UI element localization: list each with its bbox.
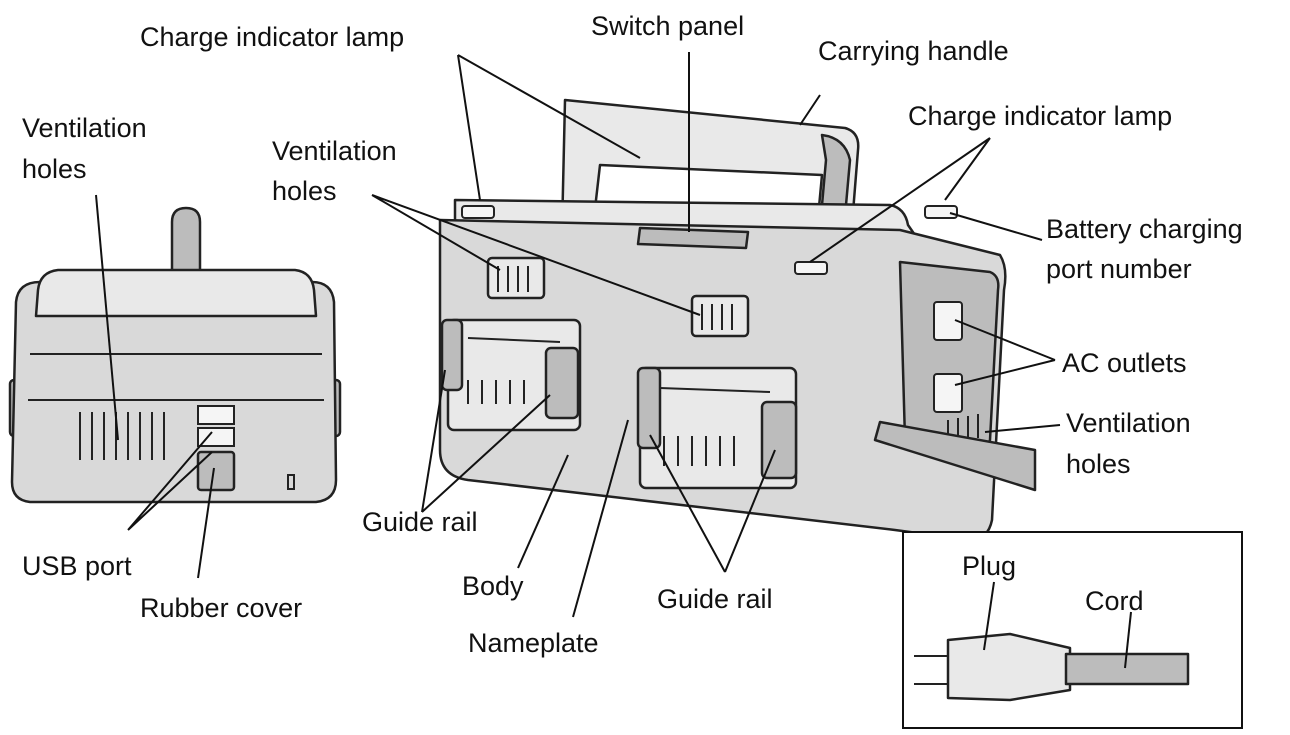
label-cord: Cord — [1085, 586, 1144, 616]
front-ventilation-slits — [486, 256, 750, 338]
label-battery-charging-port-number-line2: port number — [1046, 254, 1192, 284]
label-battery-charging-port-number-line1: Battery charging — [1046, 214, 1243, 244]
side-ventilation-slits — [947, 414, 979, 444]
ac-outlet-2 — [933, 373, 963, 413]
battery-bay-right — [636, 366, 798, 490]
label-usb-port: USB port — [22, 551, 132, 581]
label-plug: Plug — [962, 551, 1016, 581]
plug-prongs — [914, 655, 950, 685]
label-carrying-handle: Carrying handle — [818, 36, 1009, 66]
label-charge-indicator-lamp-right: Charge indicator lamp — [908, 101, 1172, 131]
side-ventilation-slits — [79, 412, 165, 460]
charger-right-side-panel — [898, 260, 1000, 452]
switch-panel-shape — [636, 226, 750, 250]
label-ac-outlets: AC outlets — [1062, 348, 1187, 378]
label-body: Body — [462, 571, 524, 601]
label-guide-rail-left: Guide rail — [362, 507, 478, 537]
charge-lamp-left — [461, 205, 495, 219]
label-ventilation-holes-left-line2: holes — [22, 154, 87, 184]
usb-port-slot-2 — [197, 427, 235, 447]
label-nameplate: Nameplate — [468, 628, 599, 658]
label-ventilation-holes-right-line2: holes — [1066, 449, 1131, 479]
plug-body-shape — [946, 632, 1072, 702]
usb-port-slot-1 — [197, 405, 235, 425]
main-charger-illustration — [438, 98, 1037, 542]
ac-outlet-1 — [933, 301, 963, 341]
label-guide-rail-right: Guide rail — [657, 584, 773, 614]
power-cord-shape — [873, 420, 1037, 492]
label-charge-indicator-lamp-left: Charge indicator lamp — [140, 22, 404, 52]
label-rubber-cover: Rubber cover — [140, 593, 302, 623]
leader-lines — [95, 52, 1132, 669]
callout-labels: Charge indicator lamp Switch panel Carry… — [22, 11, 1243, 658]
battery-bay-left — [440, 318, 582, 432]
side-view-illustration — [8, 206, 342, 504]
label-ventilation-holes-right-line1: Ventilation — [1066, 408, 1191, 438]
rubber-cover-shape — [196, 450, 236, 492]
charge-lamp-center — [794, 261, 828, 275]
label-ventilation-holes-center-line1: Ventilation — [272, 136, 397, 166]
plug-inset — [902, 531, 1243, 729]
charge-lamp-right — [924, 205, 958, 219]
label-switch-panel: Switch panel — [591, 11, 744, 41]
label-ventilation-holes-center-line2: holes — [272, 176, 337, 206]
carrying-handle-shape — [560, 98, 860, 252]
side-top-cap — [34, 268, 318, 318]
label-ventilation-holes-left-line1: Ventilation — [22, 113, 147, 143]
